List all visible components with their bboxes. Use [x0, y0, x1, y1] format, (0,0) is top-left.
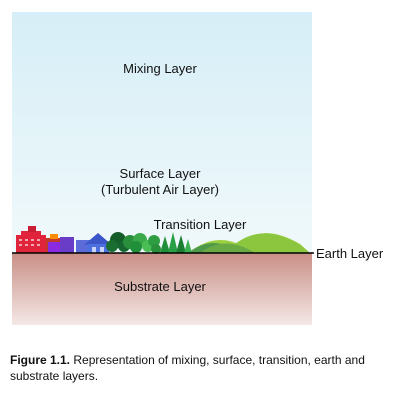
earth-layer-label: Earth Layer: [316, 246, 384, 261]
surface-layer-label: Surface Layer: [119, 166, 201, 181]
layers-diagram: Mixing Layer Surface Layer (Turbulent Ai…: [12, 12, 384, 325]
mixing-layer-label: Mixing Layer: [123, 61, 197, 76]
substrate-region: [12, 253, 312, 325]
transition-layer-label: Transition Layer: [153, 217, 247, 232]
figure-caption: Figure 1.1. Representation of mixing, su…: [10, 352, 395, 384]
substrate-layer-label: Substrate Layer: [114, 279, 206, 294]
caption-label: Figure 1.1.: [10, 353, 71, 367]
buildings: [16, 226, 112, 253]
surface-layer-sublabel: (Turbulent Air Layer): [100, 182, 219, 197]
sky-region: [12, 12, 312, 253]
hills: [188, 233, 310, 253]
trees: [106, 232, 192, 254]
caption-text: Representation of mixing, surface, trans…: [10, 353, 365, 383]
layers-illustration: [12, 12, 314, 325]
